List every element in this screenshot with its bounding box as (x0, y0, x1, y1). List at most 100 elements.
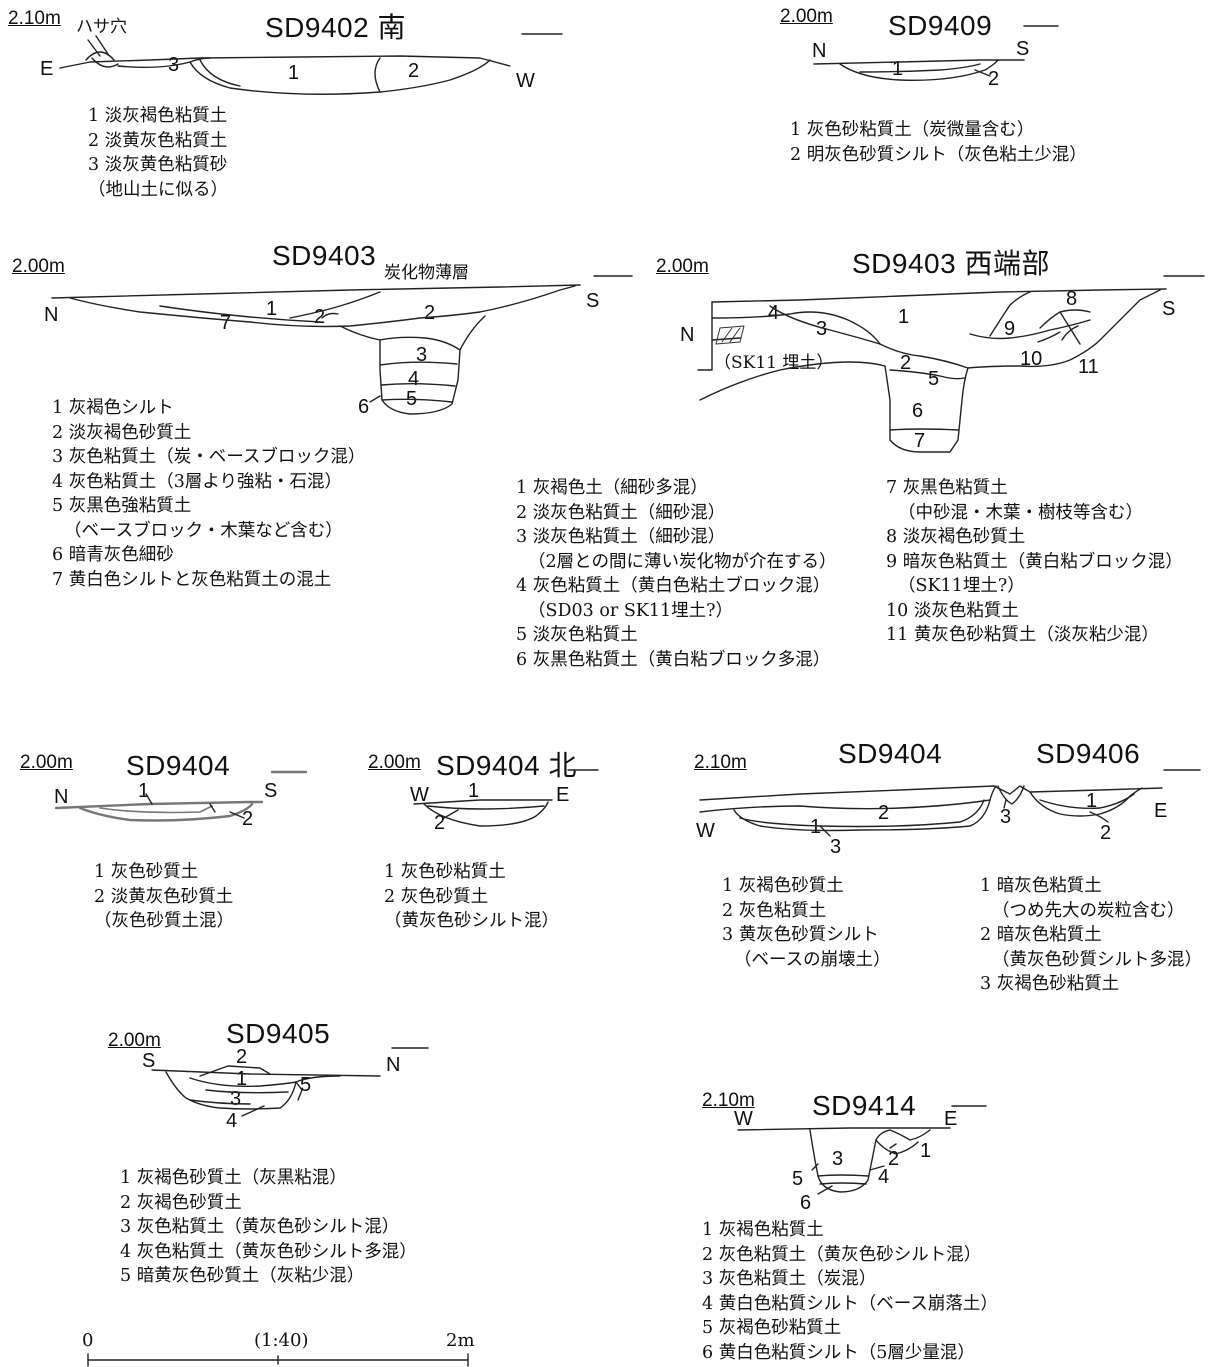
legend-item: 4 灰色粘質土（黄白色粘土ブロック混） (516, 576, 831, 596)
level-marker-sd9404-06: 2.10m (694, 752, 747, 773)
legend-item: 1 灰褐色砂質土 (722, 876, 844, 896)
direction-left-sd9409: N (812, 40, 827, 62)
legend-item: （黄灰色砂シルト混） (384, 911, 559, 931)
legend-item: （地山土に似る） (88, 179, 228, 200)
direction-right-sd9414: E (944, 1108, 958, 1130)
direction-right-sd9402: W (516, 70, 535, 92)
layer-label-3: 3 (816, 318, 828, 340)
legend-item: 6 暗青灰色細砂 (52, 545, 174, 565)
legend-item: 7 黄白色シルトと灰色粘質土の混土 (52, 569, 332, 590)
direction-left-sd9402: E (40, 58, 54, 80)
legend-item: 3 灰色粘質土（炭・ベースブロック混） (52, 447, 366, 467)
legend-item: 1 灰褐色土（細砂多混） (516, 478, 708, 498)
sk11-fill-note: （SK11 埋土） (714, 353, 834, 373)
layer-label-2: 2 (236, 1046, 248, 1068)
legend-item: 10 淡灰色粘質土 (886, 600, 1019, 621)
legend-item: 2 淡黄灰色砂質土 (94, 886, 234, 907)
direction-left-sd9404: N (54, 786, 69, 808)
legend-item: 7 灰黒色粘質土 (886, 478, 1008, 498)
legend-item: 1 灰色砂粘質土（炭微量含む） (790, 120, 1035, 140)
section-title-sd9403w: SD9403 西端部 (852, 248, 1050, 279)
legend-item: 1 灰色砂質土 (94, 862, 199, 882)
layer-label-9: 9 (1004, 318, 1016, 340)
legend-sd9404-06-right: 1 暗灰色粘質土 （つめ先大の炭粒含む） 2 暗灰色粘質土 （黄灰色砂質シルト多… (980, 874, 1202, 997)
level-marker-sd9402: 2.10m (8, 8, 61, 29)
legend-sd9414: 1 灰褐色粘質土 2 灰色粘質土（黄灰色砂シルト混） 3 灰色粘質土（炭混） 4… (702, 1218, 998, 1365)
legend-item: （SD03 or SK11埋土?） (528, 600, 734, 621)
legend-item: （ベースの崩壊土） (734, 949, 891, 970)
legend-item: 5 暗黄灰色砂質土（灰粘少混） (120, 1266, 365, 1286)
legend-item: 2 淡灰色粘質土（細砂混） (516, 502, 726, 523)
layer-label-7: 7 (914, 430, 926, 452)
section-title-sd9414: SD9414 (812, 1090, 917, 1121)
legend-item: 5 淡灰色粘質土 (516, 625, 638, 645)
layer-label-6: 6 (358, 396, 370, 418)
layer-label-3: 3 (832, 1148, 844, 1170)
direction-right-sd9409: S (1016, 38, 1030, 60)
legend-item: 4 黄白色粘質シルト（ベース崩落土） (702, 1293, 998, 1314)
layer-label-2: 2 (314, 306, 326, 328)
legend-item: 1 灰色砂粘質土 (384, 862, 506, 882)
legend-item: 6 黄白色粘質シルト（5層少量混） (702, 1342, 975, 1363)
charcoal-layer-note: 炭化物薄層 (384, 263, 469, 283)
layer-label-1: 1 (236, 1068, 248, 1090)
section-title-sd9404: SD9404 (838, 738, 943, 769)
section-title-sd9404n: SD9404 北 (436, 750, 577, 781)
scale-ratio-label: (1:40) (254, 1330, 309, 1351)
layer-label-11: 11 (1078, 356, 1099, 378)
direction-left-sd9403: N (44, 304, 59, 326)
direction-right-sd9405: N (386, 1054, 401, 1076)
layer-label-2: 2 (434, 812, 446, 834)
level-marker-sd9405: 2.00m (108, 1030, 161, 1051)
layer-label-10: 10 (1020, 348, 1043, 370)
legend-item: （黄灰色砂質シルト多混） (992, 949, 1202, 970)
layer-label-1: 1 (138, 780, 150, 802)
section-title-sd9404: SD9404 (126, 750, 231, 781)
layer-label-6: 6 (912, 400, 924, 422)
layer-label-3: 3 (230, 1088, 242, 1110)
layer-label-1: 1 (920, 1140, 932, 1162)
legend-sd9409: 1 灰色砂粘質土（炭微量含む） 2 明灰色砂質シルト（灰色粘土少混） (790, 118, 1087, 167)
legend-item: （灰色砂質土混） (94, 911, 234, 931)
legend-sd9404-06-left: 1 灰褐色砂質土 2 灰色粘質土 3 黄灰色砂質シルト （ベースの崩壊土） (722, 874, 891, 972)
layer-label-2: 2 (424, 302, 436, 324)
layer-label-3: 3 (1000, 806, 1012, 828)
section-title-sd9406: SD9406 (1036, 738, 1141, 769)
layer-label-5: 5 (928, 368, 940, 390)
legend-item: 3 黄灰色砂質シルト (722, 925, 879, 945)
layer-label-3: 3 (830, 836, 842, 858)
legend-item: （2層との間に薄い炭化物が介在する） (528, 551, 837, 572)
legend-sd9403w-left: 1 灰褐色土（細砂多混） 2 淡灰色粘質土（細砂混） 3 淡灰色粘質土（細砂混）… (516, 476, 836, 672)
legend-item: 2 灰色砂質土 (384, 886, 489, 907)
scale-end-label: 2m (446, 1330, 475, 1351)
hasa-hole-note: ハサ穴 (76, 17, 127, 37)
legend-item: 4 灰色粘質土（黄灰色砂シルト多混） (120, 1241, 417, 1262)
section-title-sd9405: SD9405 (226, 1018, 331, 1049)
legend-item: （ベースブロック・木葉など含む） (64, 520, 343, 541)
layer-label-2: 2 (988, 68, 1000, 90)
direction-left-sd9404n: W (410, 784, 429, 806)
legend-item: （つめ先大の炭粒含む） (992, 900, 1185, 921)
layer-label-2: 2 (900, 352, 912, 374)
layer-label-2: 2 (1100, 822, 1112, 844)
layer-label-5: 5 (300, 1074, 312, 1096)
level-marker-sd9414: 2.10m (702, 1090, 755, 1111)
legend-item: 3 灰色粘質土（黄灰色砂シルト混） (120, 1217, 400, 1237)
legend-sd9404n: 1 灰色砂粘質土 2 灰色砂質土 （黄灰色砂シルト混） (384, 860, 559, 934)
legend-item: 2 灰色粘質土（黄灰色砂シルト混） (702, 1244, 982, 1265)
direction-left-sd9405: S (142, 1050, 156, 1072)
legend-item: 1 灰褐色砂質土（灰黒粘混） (120, 1168, 347, 1188)
legend-item: 2 灰褐色砂質土 (120, 1192, 242, 1213)
direction-left-sd9404-06: W (696, 820, 715, 842)
section-title-sd9402s: SD9402 南 (265, 12, 406, 43)
direction-left-sd9403w: N (680, 324, 695, 346)
legend-item: 8 淡灰褐色砂質土 (886, 527, 1026, 547)
layer-label-2: 2 (888, 1148, 900, 1170)
layer-label-1: 1 (266, 298, 278, 320)
layer-label-1: 1 (468, 780, 480, 802)
